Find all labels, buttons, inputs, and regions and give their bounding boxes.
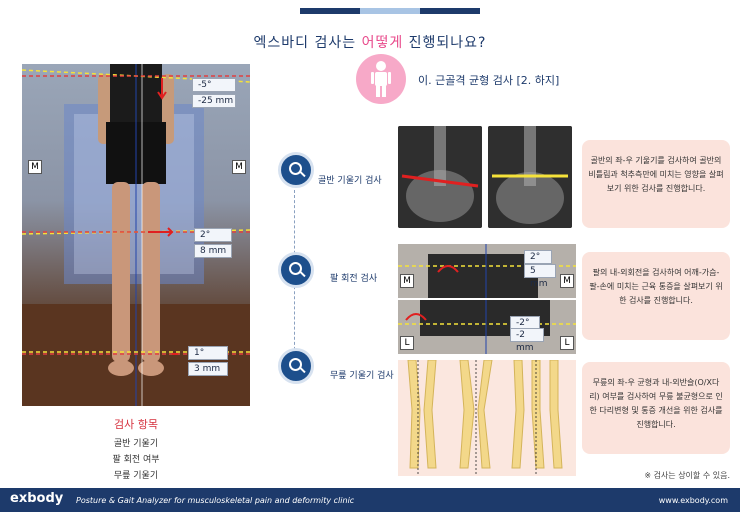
pelvis-angle-label: -5° (192, 78, 236, 92)
caption-heading: 검사 항목 (114, 418, 158, 431)
pelvis-mm-label: -25 mm (192, 94, 236, 108)
arm-photo-lower: -2° -2 mm L L (398, 300, 576, 354)
magnifier-icon (278, 252, 314, 288)
person-icon (356, 54, 406, 104)
test-label-knee: 무릎 기울기 검사 (330, 371, 394, 381)
arm-upper-mm: 5 mm (524, 264, 556, 289)
disclaimer-note: ※ 검사는 상이할 수 있음. (644, 471, 730, 480)
caption-item: 무릎 기울기 (113, 471, 159, 481)
caption-item: 골반 기울기 (113, 439, 159, 449)
arm-upper-side-right: M (560, 274, 574, 288)
page-title: 엑스바디 검사는 어떻게 진행되나요? (0, 32, 740, 52)
caption-item: 팔 회전 여부 (112, 455, 160, 465)
knee-mm-label: 8 mm (194, 244, 232, 258)
footer-tagline: Posture & Gait Analyzer for musculoskele… (76, 496, 355, 505)
knee-diagram (398, 359, 576, 476)
arm-lower-side-left: L (400, 336, 414, 350)
brand-logo: exbody (10, 491, 64, 506)
xray-pelvis-2 (488, 126, 572, 228)
test-label-pelvis: 골반 기울기 검사 (318, 176, 382, 186)
side-marker-right: M (232, 160, 246, 174)
arm-upper-side-left: M (400, 274, 414, 288)
arm-lower-side-right: L (560, 336, 574, 350)
footer-bar (0, 488, 740, 512)
xray-pelvis-1 (398, 126, 482, 228)
title-highlight: 어떻게 (361, 35, 404, 51)
test-label-arm: 팔 회전 검사 (330, 274, 378, 284)
title-suffix: 진행되나요? (403, 35, 487, 51)
desc-knee: 무릎의 좌-우 균형과 내-외반슬(O/X다리) 여부를 검사하여 무릎 불균형… (582, 362, 730, 454)
title-prefix: 엑스바디 검사는 (253, 35, 362, 51)
desc-arm: 팔의 내-외회전을 검사하여 어깨-가슴-팔-손에 미치는 근육 통증을 살펴보… (582, 252, 730, 340)
ankle-angle-label: 1° (188, 346, 228, 360)
section-title: 이. 근골격 균형 검사 [2. 하지] (418, 74, 560, 87)
ankle-mm-label: 3 mm (188, 362, 228, 376)
arm-upper-angle: 2° (524, 250, 552, 264)
knee-angle-label: 2° (194, 228, 232, 242)
side-marker-left: M (28, 160, 42, 174)
arm-lower-mm: -2 mm (510, 328, 544, 353)
magnifier-icon (278, 152, 314, 188)
desc-pelvis: 골반의 좌-우 기울기를 검사하여 골반의 비틀림과 척추측만에 미치는 영향을… (582, 140, 730, 228)
footer-site-link[interactable]: www.exbody.com (658, 496, 728, 505)
magnifier-icon (278, 348, 314, 384)
arm-photo-upper: 2° 5 mm M M (398, 244, 576, 298)
posture-photo: -5° -25 mm 2° 8 mm 1° 3 mm M M (22, 64, 250, 406)
